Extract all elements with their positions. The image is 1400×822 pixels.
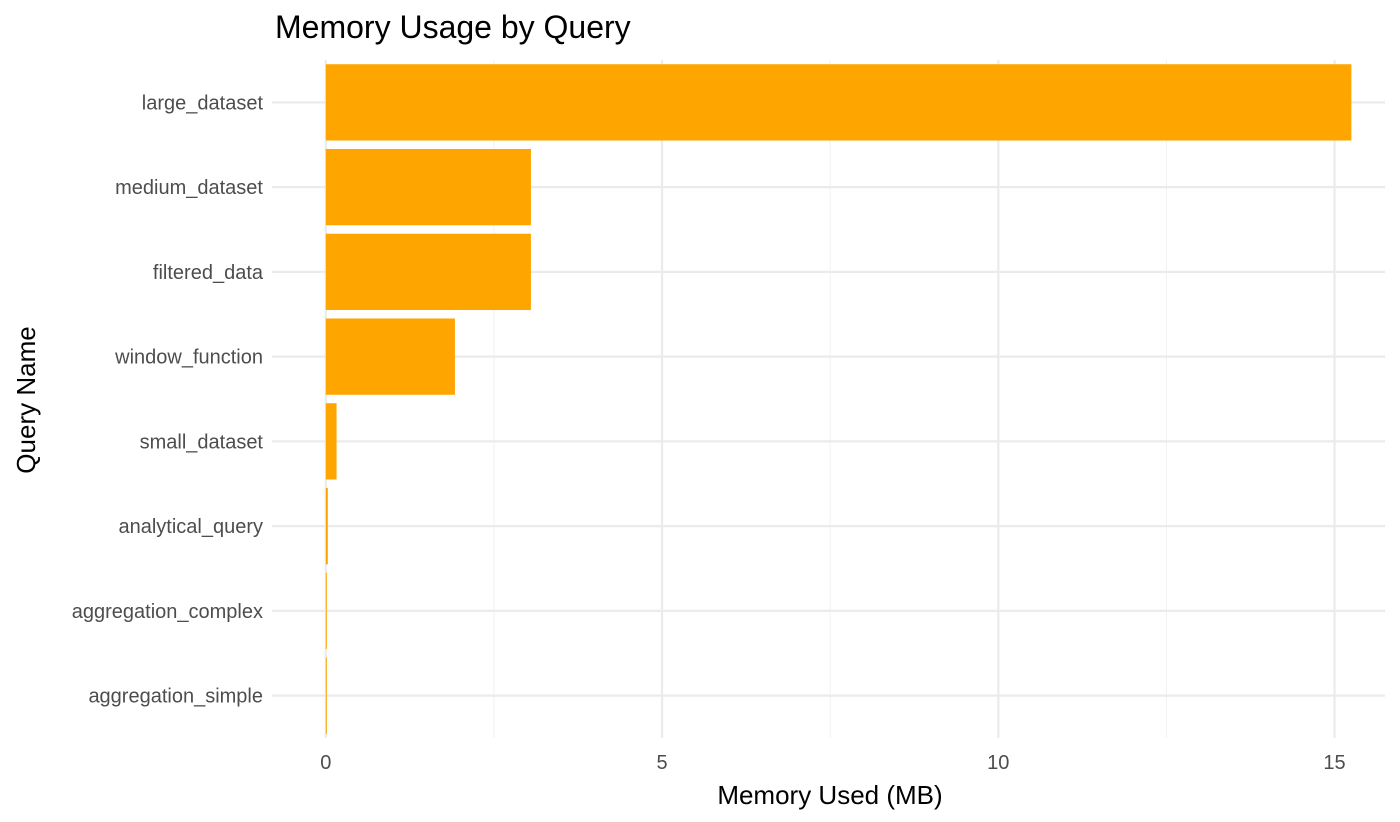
x-tick-label: 15 xyxy=(1323,752,1345,774)
chart-title: Memory Usage by Query xyxy=(275,9,631,45)
grid-layer xyxy=(272,60,1385,738)
y-tick-label: aggregation_complex xyxy=(72,601,263,623)
bar xyxy=(325,64,1352,141)
x-tick-label: 10 xyxy=(987,752,1009,774)
x-axis-title: Memory Used (MB) xyxy=(717,780,942,810)
y-tick-label: medium_dataset xyxy=(115,177,263,199)
bar xyxy=(325,657,327,734)
x-tick-label: 0 xyxy=(320,752,331,774)
x-tick-label: 5 xyxy=(656,752,667,774)
y-axis-title: Query Name xyxy=(11,326,41,473)
bar-layer xyxy=(325,64,1352,734)
y-tick-label: analytical_query xyxy=(118,516,263,538)
bar xyxy=(325,487,328,565)
y-tick-label: filtered_data xyxy=(153,262,264,284)
x-tick-labels: 0 5 10 15 xyxy=(320,752,1345,774)
bar xyxy=(325,572,327,650)
bar xyxy=(325,148,531,226)
y-tick-label: aggregation_simple xyxy=(88,686,263,708)
bar xyxy=(325,403,337,480)
bar xyxy=(325,233,531,311)
y-tick-labels: large_dataset medium_dataset filtered_data… xyxy=(72,92,264,707)
y-tick-label: small_dataset xyxy=(140,431,264,453)
y-tick-label: large_dataset xyxy=(142,92,264,114)
bar xyxy=(325,318,455,395)
y-tick-label: window_function xyxy=(114,347,263,369)
